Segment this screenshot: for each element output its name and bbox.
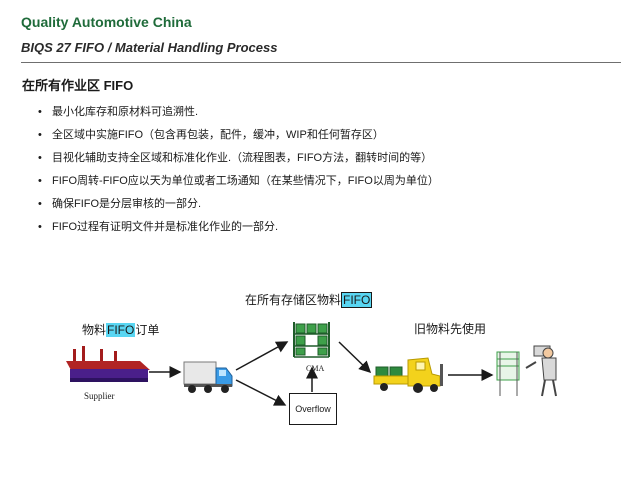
rack-icon bbox=[293, 322, 330, 358]
factory-icon bbox=[66, 346, 150, 382]
bullet-item: 目视化辅助支持全区域和标准化作业.（流程图表，FIFO方法，翻转时间的等） bbox=[38, 147, 628, 170]
slide-heading: 在所有作业区 FIFO bbox=[22, 78, 134, 93]
header-divider bbox=[21, 62, 621, 63]
arrow-truck-to-storage bbox=[235, 341, 289, 371]
bullet-item: FIFO过程有证明文件并是标准化作业的一部分. bbox=[38, 216, 628, 239]
order-fifo-label: 物料FIFO订单 bbox=[82, 321, 159, 338]
bullet-list: 最小化库存和原材料可追溯性. 全区域中实施FIFO（包含再包装，配件，缓冲，WI… bbox=[38, 101, 628, 239]
arrow-storage-to-forklift bbox=[338, 341, 372, 374]
bullet-item: 全区域中实施FIFO（包含再包装，配件，缓冲，WIP和任何暂存区） bbox=[38, 124, 628, 147]
truck-icon bbox=[183, 361, 233, 393]
use-old-material-label: 旧物料先使用 bbox=[414, 322, 487, 336]
fifo-highlight: FIFO bbox=[341, 292, 373, 308]
order-label-pre: 物料 bbox=[82, 323, 107, 337]
overflow-label: Overflow bbox=[295, 404, 331, 414]
overflow-box: Overflow bbox=[289, 393, 337, 425]
order-label-post: 订单 bbox=[135, 323, 160, 337]
forklift-icon bbox=[373, 357, 443, 393]
storage-label-text: 在所有存储区物料 bbox=[245, 293, 342, 307]
bullet-item: 确保FIFO是分层审核的一部分. bbox=[38, 193, 628, 216]
arrow-truck-to-overflow bbox=[235, 379, 287, 406]
document-subtitle: BIQS 27 FIFO / Material Handling Process bbox=[21, 40, 278, 55]
company-name: Quality Automotive China bbox=[21, 14, 192, 30]
bullet-item: 最小化库存和原材料可追溯性. bbox=[38, 101, 628, 124]
worker-icon bbox=[496, 345, 557, 397]
supplier-label-text: Supplier bbox=[84, 391, 115, 401]
fifo-highlight: FIFO bbox=[106, 323, 136, 337]
supplier-label: Supplier bbox=[84, 386, 115, 404]
bullet-item: FIFO周转-FIFO应以天为单位或者工场通知（在某些情况下，FIFO以周为单位… bbox=[38, 170, 628, 193]
